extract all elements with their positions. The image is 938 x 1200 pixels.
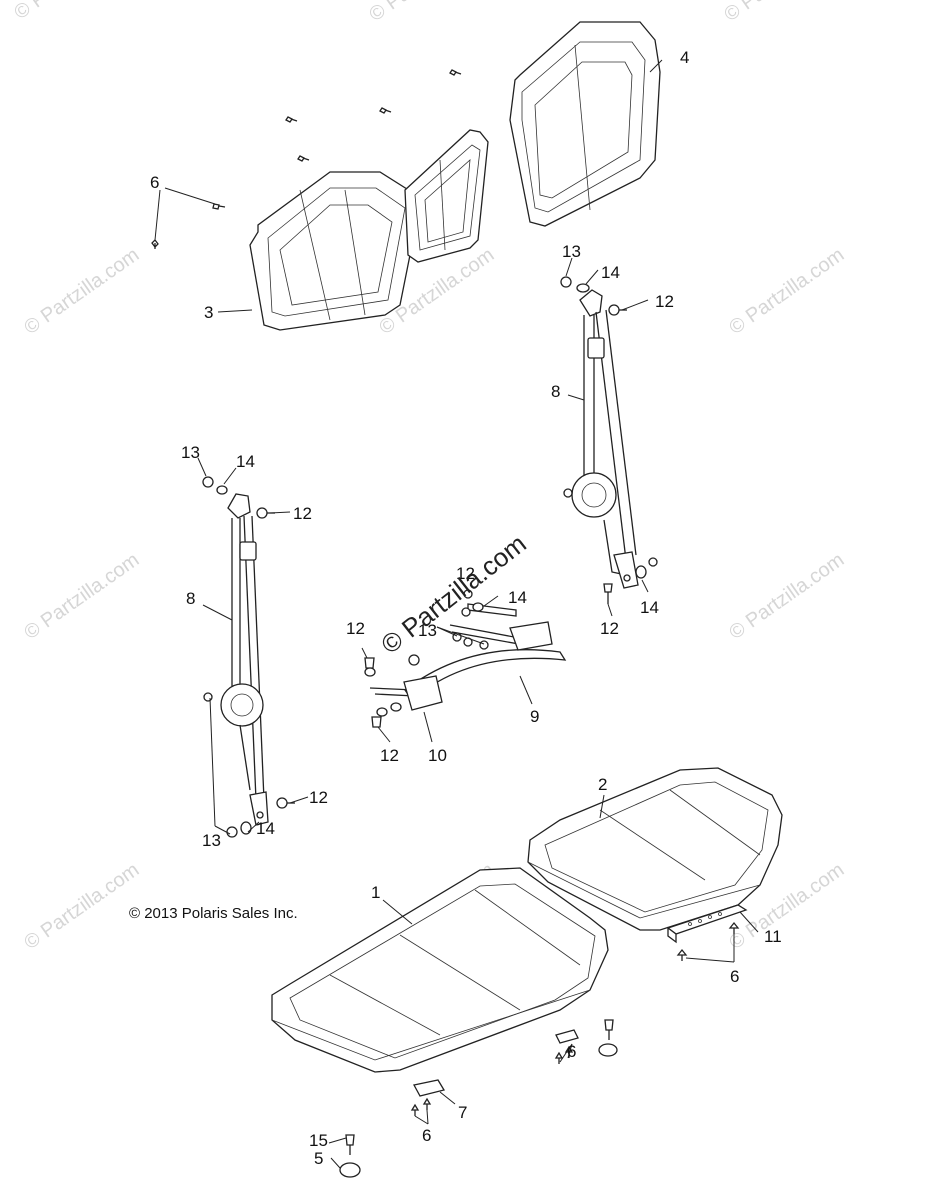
watermark-text: © Partzilla.com [365, 0, 488, 26]
callout-12: 12 [456, 564, 475, 583]
callout-14: 14 [601, 263, 620, 282]
callout-14: 14 [640, 598, 659, 617]
watermark-text: © Partzilla.com [10, 0, 133, 24]
watermark-text: © Partzilla.com [725, 244, 848, 339]
backrest-right [509, 21, 661, 227]
seat-belt-right-hardware [560, 276, 658, 604]
callout-14: 14 [256, 819, 275, 838]
callout-13: 13 [181, 443, 200, 462]
watermark-text: © Partzilla.com [20, 549, 143, 644]
callout-5: 5 [314, 1149, 323, 1168]
callout-14: 14 [236, 452, 255, 471]
callout-labels: 4 6 3 13 14 12 8 13 14 12 8 12 14 14 12 … [150, 48, 782, 1168]
backrest-left [249, 171, 421, 331]
callout-8: 8 [186, 589, 195, 608]
callout-8: 8 [551, 382, 560, 401]
seat-cushion-right [527, 767, 783, 931]
callout-14: 14 [508, 588, 527, 607]
bracket-11 [666, 904, 748, 961]
watermark-text: © Partzilla.com [20, 859, 143, 954]
callout-6: 6 [422, 1126, 431, 1145]
callout-2: 2 [598, 775, 607, 794]
callout-1: 1 [371, 883, 380, 902]
callout-12: 12 [346, 619, 365, 638]
center-buckle-assembly [364, 589, 567, 728]
callout-13: 13 [202, 831, 221, 850]
copyright-text: © 2013 Polaris Sales Inc. [129, 905, 298, 922]
callout-11: 11 [764, 927, 782, 946]
seat-cushion-front [271, 867, 609, 1073]
callout-12: 12 [600, 619, 619, 638]
callout-6: 6 [730, 967, 739, 986]
backrest-screws [151, 69, 462, 249]
callout-7: 7 [458, 1103, 467, 1122]
callout-6: 6 [567, 1042, 576, 1061]
watermark-text: © Partzilla.com [725, 549, 848, 644]
callout-9: 9 [530, 707, 539, 726]
seat-base-hardware [339, 1019, 618, 1178]
callout-10: 10 [428, 746, 447, 765]
callout-13: 13 [562, 242, 581, 261]
callout-6: 6 [150, 173, 159, 192]
backrest-middle [404, 129, 489, 263]
leader-lines [154, 59, 759, 1169]
seat-belt-right [563, 289, 639, 589]
callout-12: 12 [655, 292, 674, 311]
watermark-text: © Partzilla.com [720, 0, 843, 26]
seat-belt-left [220, 493, 269, 826]
callout-12: 12 [293, 504, 312, 523]
callout-13: 13 [418, 621, 437, 640]
callout-12: 12 [380, 746, 399, 765]
callout-12: 12 [309, 788, 328, 807]
callout-15: 15 [309, 1131, 328, 1150]
callout-4: 4 [680, 48, 689, 67]
callout-3: 3 [204, 303, 213, 322]
watermark-text: © Partzilla.com [20, 244, 143, 339]
